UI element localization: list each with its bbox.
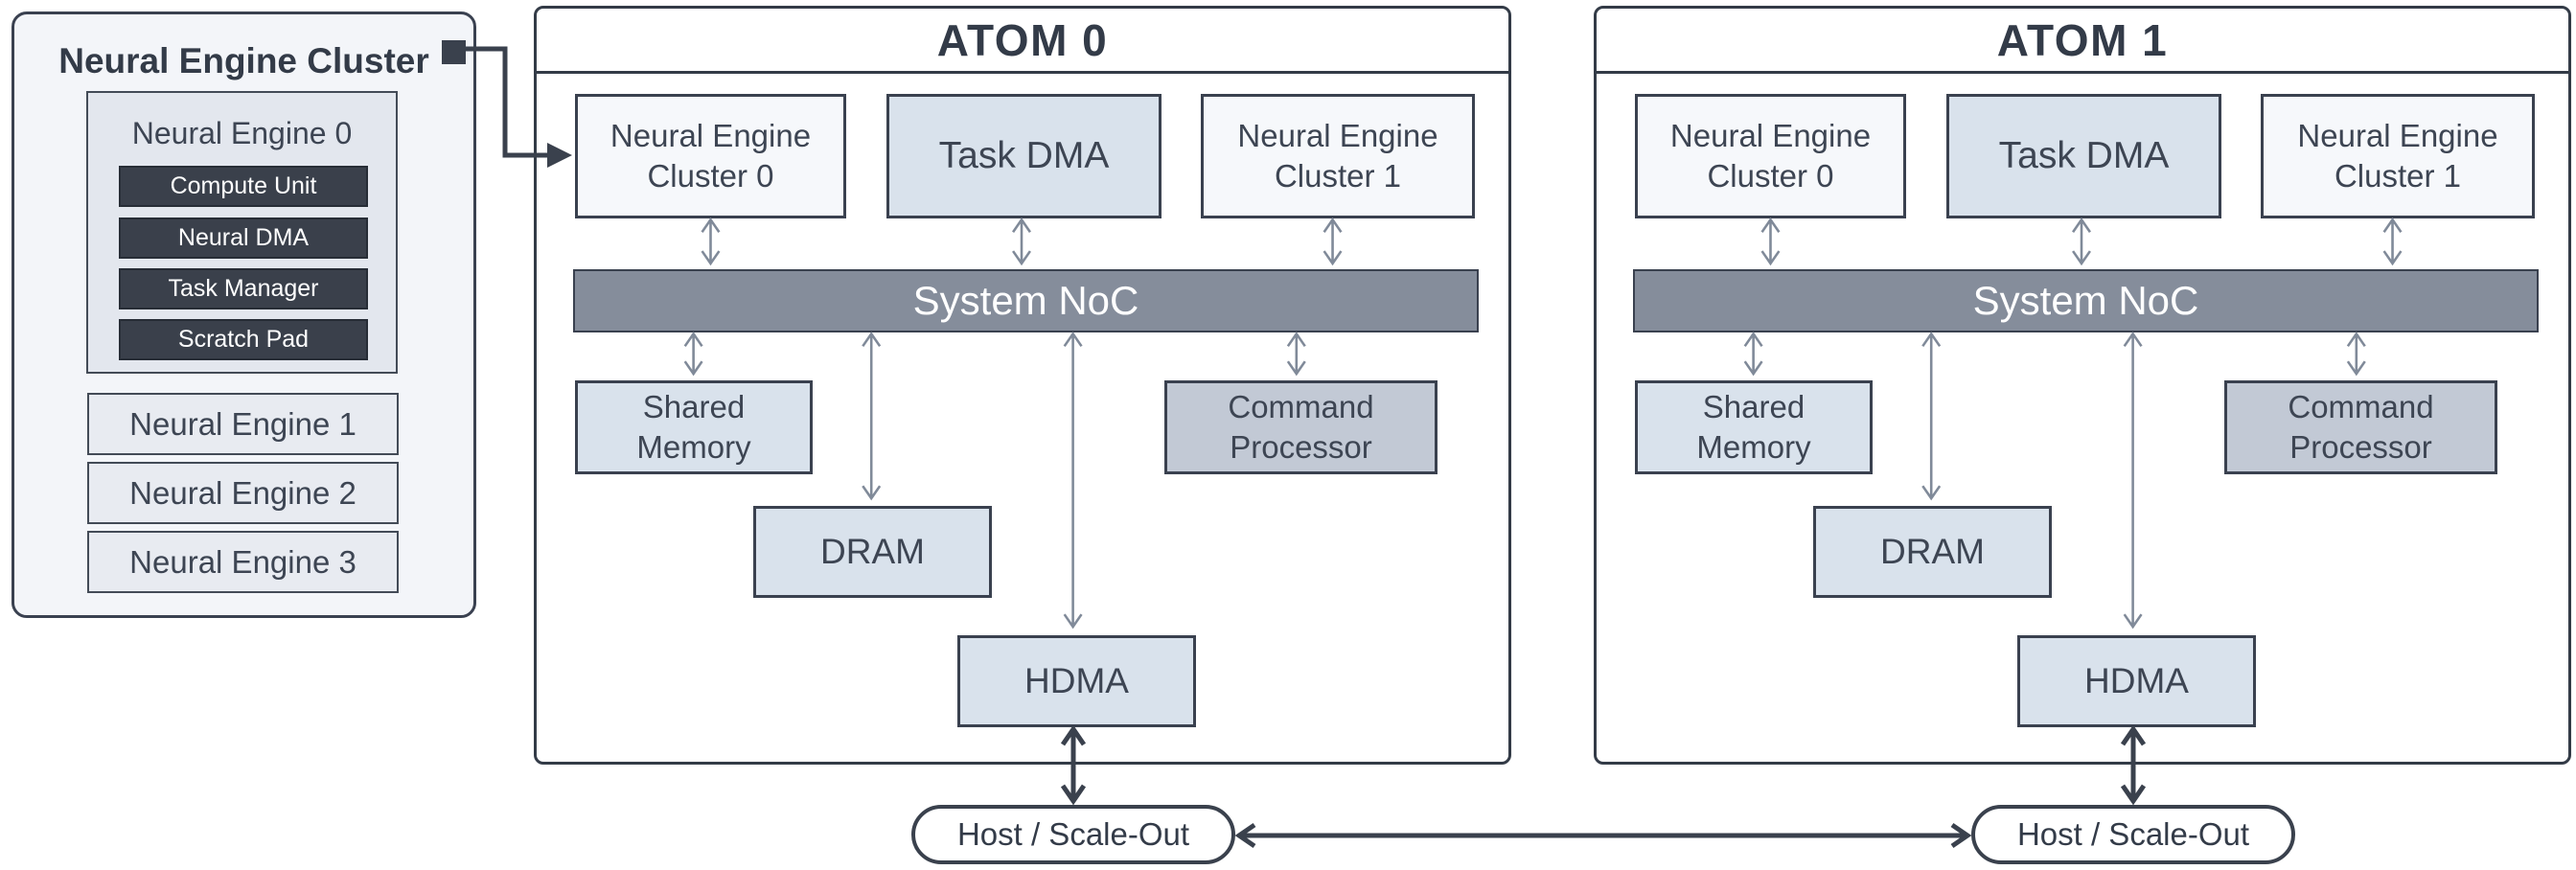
arrow-noc-dram <box>1921 332 1942 501</box>
arrow-noc-command-processor <box>2346 332 2366 377</box>
neural-engine-cluster-panel: Neural Engine Cluster Neural Engine 0 Co… <box>12 11 476 618</box>
neural-dma-box: Neural DMA <box>119 218 368 259</box>
atom1-host-scale-out-capsule: Host / Scale-Out <box>1971 805 2295 864</box>
neural-engine-1-box: Neural Engine 1 <box>87 393 399 455</box>
atom0-dram-box: DRAM <box>753 506 992 598</box>
atom-0-block: ATOM 0 Neural Engine Cluster 0 Task DMA … <box>534 6 1511 765</box>
arrow-noc-shared-memory <box>1743 332 1763 377</box>
arrow-noc-dram <box>862 332 882 501</box>
atom0-host-scale-out-capsule: Host / Scale-Out <box>911 805 1235 864</box>
connector-node-square-icon <box>442 40 466 64</box>
atom0-hdma-box: HDMA <box>957 635 1196 727</box>
arrow-cluster0-noc <box>1760 218 1781 266</box>
atom-1-title: ATOM 1 <box>1597 9 2568 74</box>
arrow-noc-shared-memory <box>683 332 703 377</box>
atom1-command-processor-box: Command Processor <box>2224 380 2497 474</box>
atom1-task-dma-box: Task DMA <box>1946 94 2221 218</box>
atom0-system-noc-bar: System NoC <box>573 269 1479 332</box>
atom-0-title: ATOM 0 <box>537 9 1508 74</box>
arrow-noc-hdma <box>2123 332 2143 630</box>
arrow-taskdma-noc <box>2072 218 2092 266</box>
atom1-system-noc-bar: System NoC <box>1633 269 2539 332</box>
arrow-host-to-host <box>1234 822 1972 849</box>
compute-unit-box: Compute Unit <box>119 166 368 207</box>
atom0-neural-engine-cluster-0-box: Neural Engine Cluster 0 <box>575 94 846 218</box>
panel-title: Neural Engine Cluster <box>58 41 429 80</box>
atom0-shared-memory-box: Shared Memory <box>575 380 813 474</box>
atom0-command-processor-box: Command Processor <box>1164 380 1438 474</box>
arrow-cluster1-noc <box>2382 218 2403 266</box>
arrow-cluster1-noc <box>1322 218 1343 266</box>
task-manager-box: Task Manager <box>119 268 368 309</box>
arrow-taskdma-noc <box>1012 218 1032 266</box>
scratch-pad-box: Scratch Pad <box>119 319 368 360</box>
neural-engine-0-label: Neural Engine 0 <box>131 116 353 150</box>
neural-engine-0-box: Neural Engine 0 Compute Unit Neural DMA … <box>86 91 398 374</box>
atom1-dram-box: DRAM <box>1813 506 2052 598</box>
atom-1-block: ATOM 1 Neural Engine Cluster 0 Task DMA … <box>1594 6 2571 765</box>
neural-engine-2-box: Neural Engine 2 <box>87 462 399 524</box>
atom1-neural-engine-cluster-0-box: Neural Engine Cluster 0 <box>1635 94 1906 218</box>
arrow-noc-hdma <box>1063 332 1083 630</box>
atom0-task-dma-box: Task DMA <box>886 94 1162 218</box>
atom0-neural-engine-cluster-1-box: Neural Engine Cluster 1 <box>1201 94 1475 218</box>
atom1-neural-engine-cluster-1-box: Neural Engine Cluster 1 <box>2261 94 2535 218</box>
arrow-cluster0-noc <box>701 218 721 266</box>
atom1-shared-memory-box: Shared Memory <box>1635 380 1873 474</box>
atom1-hdma-box: HDMA <box>2017 635 2256 727</box>
neural-engine-3-box: Neural Engine 3 <box>87 531 399 593</box>
arrow-noc-command-processor <box>1286 332 1306 377</box>
